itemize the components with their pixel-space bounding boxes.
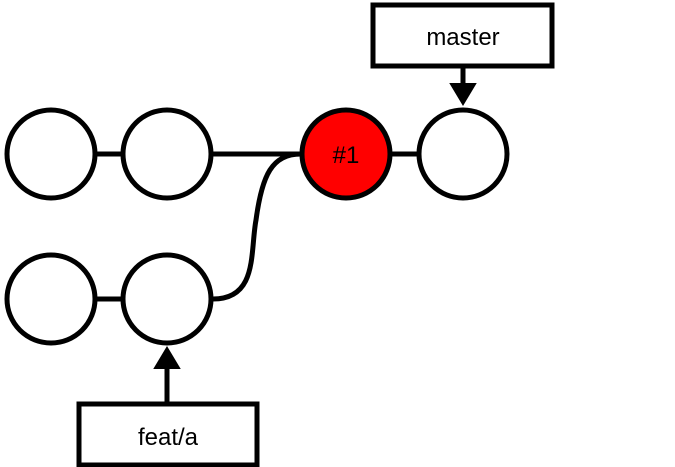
ref-master-arrow-head-icon — [449, 83, 477, 106]
ref-feature-label: feat/a — [138, 424, 199, 451]
ref-master-label: master — [426, 24, 499, 51]
ref-feature-arrow-head-icon — [153, 346, 181, 369]
commit-node-feature-2[interactable] — [120, 252, 214, 346]
merge-edge-feature-to-commit-1 — [212, 151, 302, 302]
commit-node-feature-1[interactable] — [4, 252, 98, 346]
commit-node-main-2[interactable] — [120, 107, 214, 201]
commit-node-1-highlighted[interactable] — [299, 107, 393, 201]
commit-node-main-1[interactable] — [4, 107, 98, 201]
commit-node-1-label: #1 — [333, 142, 360, 169]
ref-feature-box — [76, 401, 260, 467]
ref-master[interactable]: master — [370, 2, 555, 106]
ref-feature[interactable]: feat/a — [76, 346, 260, 467]
commit-node-main-4[interactable] — [416, 107, 510, 201]
